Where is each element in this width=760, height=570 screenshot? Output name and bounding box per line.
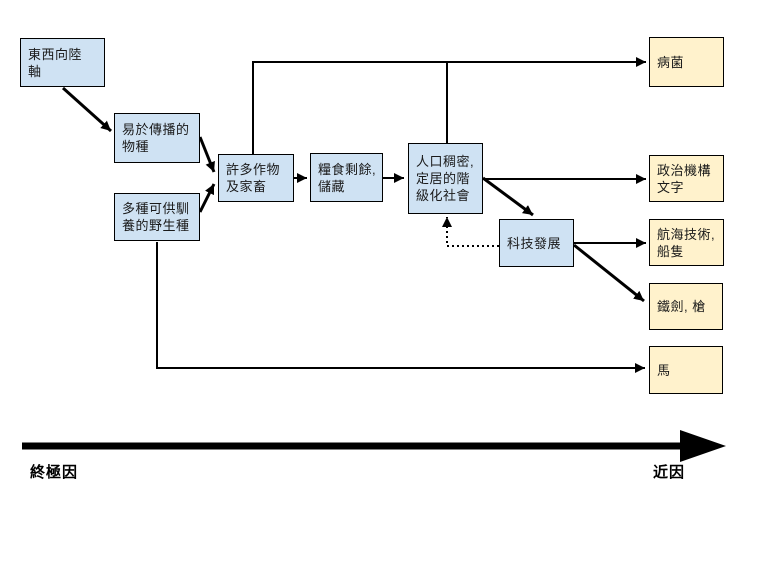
node-easily-spread-species: 易於傳播的 物種 (114, 113, 200, 163)
node-label: 多種可供馴 養的野生種 (122, 201, 190, 233)
axis-label-ultimate-cause: 終極因 (30, 464, 79, 481)
arrow-spread-to-crops (198, 136, 216, 173)
arrow-axis-to-spread-species (61, 86, 113, 133)
node-germs: 病菌 (649, 37, 724, 87)
node-east-west-axis: 東西向陸 軸 (20, 38, 105, 87)
arrow-crops-to-germs (252, 57, 646, 154)
node-many-crops-livestock: 許多作物 及家畜 (218, 154, 294, 202)
node-domesticable-wild-species: 多種可供馴 養的野生種 (114, 193, 200, 241)
arrow-wild-to-crops (198, 183, 216, 213)
node-steel-swords-guns: 鐵劍, 槍 (649, 283, 723, 330)
bottom-axis-arrow (22, 430, 726, 462)
node-label: 東西向陸 軸 (28, 46, 83, 79)
node-label: 人口稠密, 定居的階 級化社會 (416, 154, 475, 203)
node-label: 航海技術, 船隻 (657, 226, 716, 259)
node-label: 馬 (657, 362, 671, 378)
arrow-technology-to-swords (573, 243, 645, 303)
node-label: 易於傳播的 物種 (122, 122, 190, 154)
node-label: 政治機構 文字 (657, 162, 712, 195)
node-horses: 馬 (649, 346, 723, 394)
node-label: 科技發展 (507, 235, 562, 251)
node-label: 病菌 (657, 54, 685, 70)
node-label: 鐵劍, 槍 (657, 299, 706, 314)
arrow-wild-to-horses (156, 242, 645, 373)
node-dense-stratified-society: 人口稠密, 定居的階 級化社會 (408, 143, 483, 214)
node-label: 許多作物 及家畜 (226, 162, 281, 194)
arrow-population-to-technology (482, 176, 534, 217)
node-label: 糧食剩餘, 儲藏 (318, 161, 377, 194)
node-political-institutions-writing: 政治機構 文字 (649, 155, 724, 202)
node-food-surplus-storage: 糧食剩餘, 儲藏 (310, 153, 383, 202)
node-maritime-technology-ships: 航海技術, 船隻 (649, 219, 724, 266)
node-technology-development: 科技發展 (499, 219, 574, 267)
axis-label-proximate-cause: 近因 (653, 464, 686, 481)
arrow-technology-to-population-dotted (442, 217, 499, 247)
